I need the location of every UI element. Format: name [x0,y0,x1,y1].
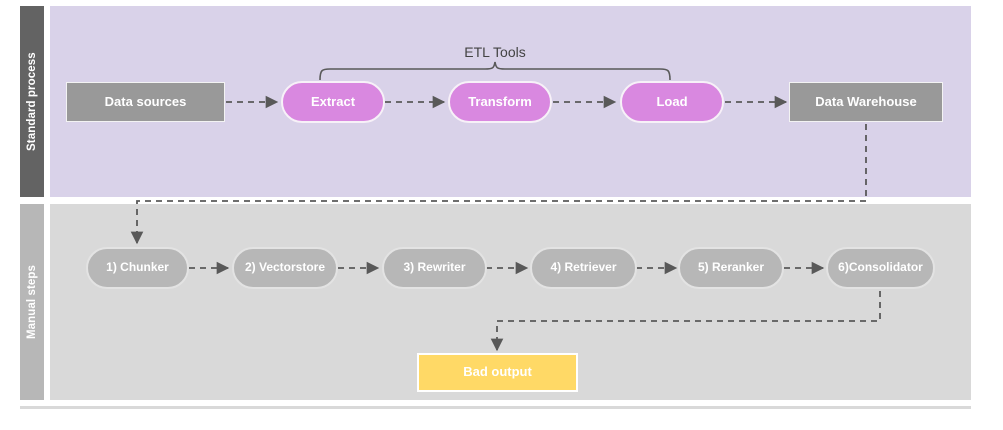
node-reranker[interactable]: 5) Reranker [678,247,784,289]
node-consolidator[interactable]: 6) Consolidator [826,247,935,289]
lane-label-standard-process: Standard process [20,6,44,197]
node-consolidator-line1: 6) [838,260,849,275]
node-bad-output[interactable]: Bad output [417,353,578,392]
lane-label-manual-steps: Manual steps [20,204,44,400]
node-consolidator-line2: Consolidator [848,260,923,275]
node-data-warehouse[interactable]: Data Warehouse [789,82,943,122]
node-retriever[interactable]: 4) Retriever [530,247,637,289]
node-load[interactable]: Load [620,81,724,123]
node-data-sources[interactable]: Data sources [66,82,225,122]
node-vector-store-line1: 2) Vector [244,260,296,275]
node-chunker[interactable]: 1) Chunker [86,247,189,289]
footer-divider [20,406,971,409]
etl-tools-label: ETL Tools [464,44,526,60]
node-rewriter[interactable]: 3) Rewriter [382,247,487,289]
node-vector-store[interactable]: 2) Vector store [232,247,338,289]
node-vector-store-line2: store [295,260,326,275]
node-transform[interactable]: Transform [448,81,552,123]
node-extract[interactable]: Extract [281,81,385,123]
